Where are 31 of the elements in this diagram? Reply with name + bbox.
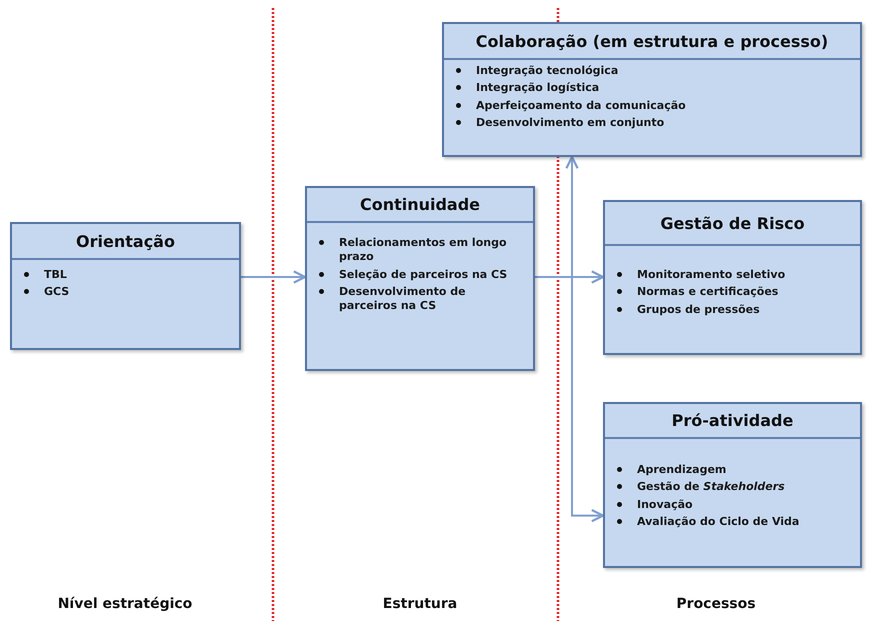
category-card <box>603 402 862 568</box>
box-heading: Colaboração (em estrutura e processo) <box>444 24 860 60</box>
bullet-item: Aperfeiçoamento da comunicação <box>454 98 852 113</box>
box-heading: Pró-atividade <box>605 404 860 439</box>
arrow <box>241 270 306 284</box>
arrow <box>535 276 604 522</box>
category-card <box>10 222 241 350</box>
bullet-item: Grupos de pressões <box>615 302 852 317</box>
bullet-item: Seleção de parceiros na CS <box>317 268 525 282</box>
column-label: Processos <box>676 596 756 612</box>
bullet-item: Aprendizagem <box>615 463 852 478</box>
box-heading: Orientação <box>12 224 239 260</box>
bullet-item: Avaliação do Ciclo de Vida <box>615 514 852 530</box>
bullet-item: Monitoramento seletivo <box>615 268 852 282</box>
box-heading: Continuidade <box>307 188 533 223</box>
bullet-item: Inovação <box>615 498 852 512</box>
category-card <box>442 22 862 157</box>
bullet-item: Gestão de Stakeholders <box>615 480 852 495</box>
category-card <box>603 200 862 355</box>
bullet-item: Integração tecnológica <box>454 64 852 78</box>
box-heading: Gestão de Risco <box>605 202 860 246</box>
bullet-item: Relacionamentos em longo prazo <box>317 236 525 265</box>
bullet-item: Integração logística <box>454 81 852 96</box>
bullet-item: GCS <box>22 285 231 300</box>
category-card <box>305 186 535 371</box>
bullet-item: Normas e certificações <box>615 285 852 300</box>
column-label: Nível estratégico <box>58 596 192 612</box>
column-label: Estrutura <box>382 596 458 612</box>
bullet-item: TBL <box>22 268 231 282</box>
bullet-item: Desenvolvimento de parceiros na CS <box>317 284 525 314</box>
bullet-item: Desenvolvimento em conjunto <box>454 116 852 130</box>
